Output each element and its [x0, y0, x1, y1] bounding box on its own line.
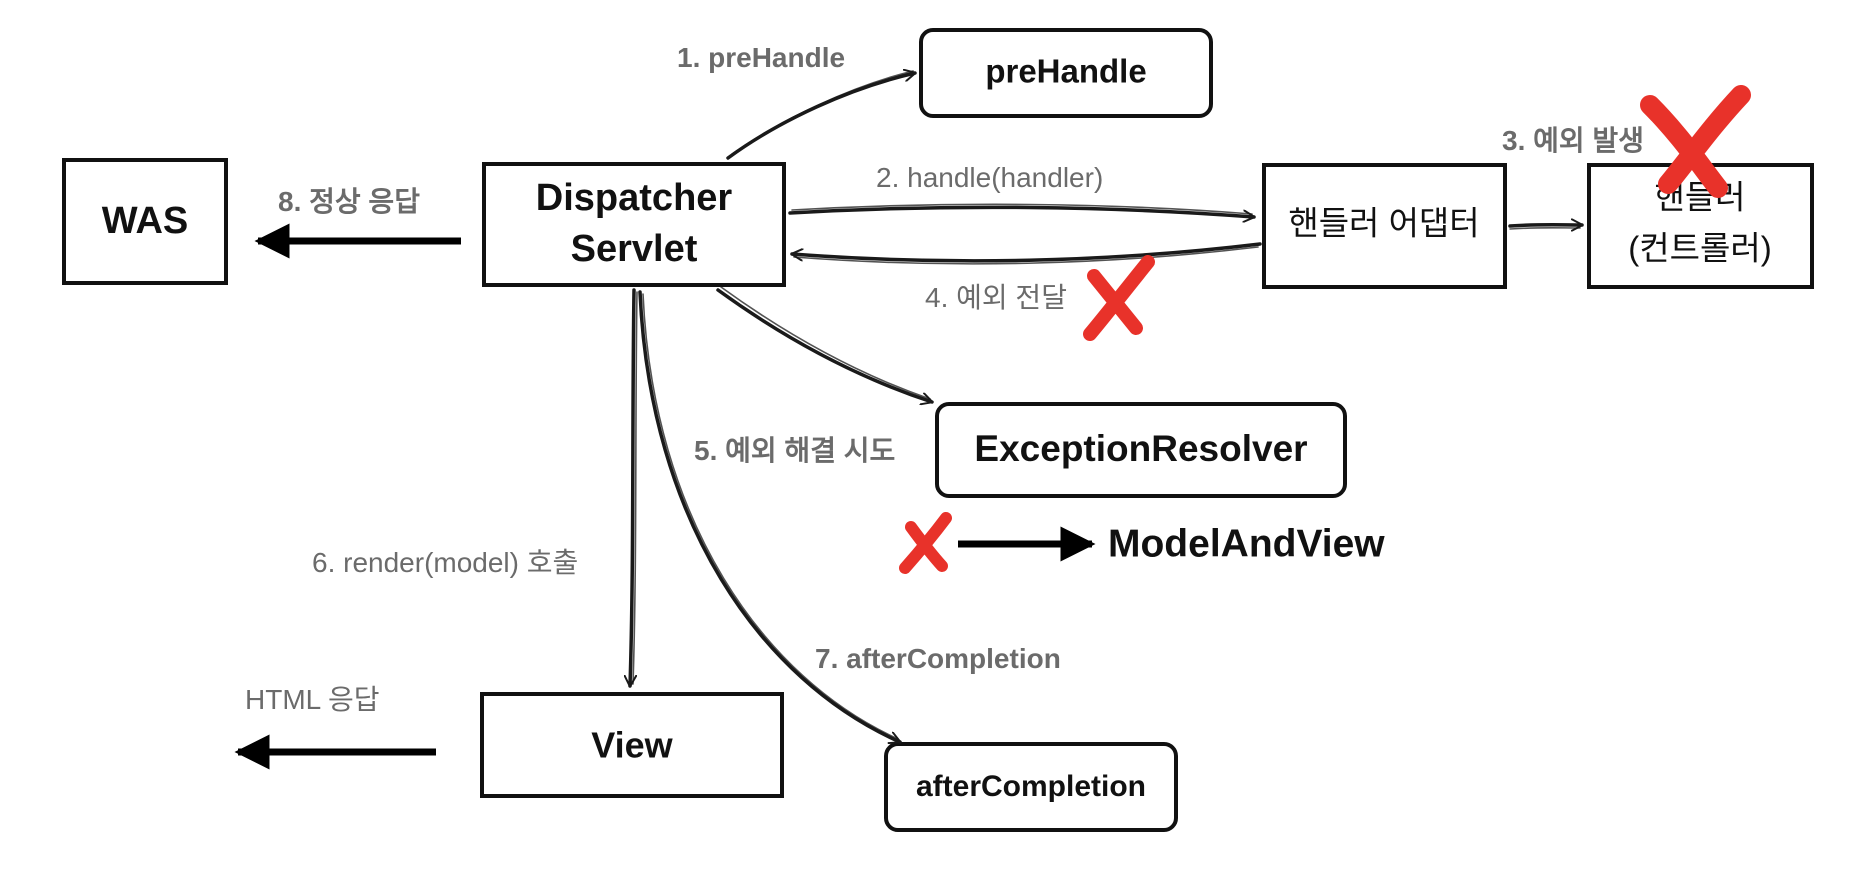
step2-label: 2. handle(handler) [876, 162, 1103, 193]
was-box: WAS [62, 158, 228, 285]
dispatcher-servlet-label-line1: Dispatcher [536, 177, 733, 219]
handler-adapter-label: 핸들러 어댑터 [1288, 205, 1479, 242]
step7-label: 7. afterCompletion [815, 643, 1061, 674]
exception-occurred-cross-icon [1640, 85, 1751, 198]
arrow-exception-resolver [716, 286, 934, 402]
exception-resolver-label: ExceptionResolver [974, 428, 1307, 469]
arrow-after-completion [638, 290, 902, 742]
exception-propagate-cross-icon [1083, 255, 1155, 341]
handler-controller-box: 핸들러 (컨트롤러) [1587, 163, 1814, 289]
step6-label: 6. render(model) 호출 [312, 547, 578, 578]
exception-resolver-box: ExceptionResolver [935, 402, 1347, 498]
step8-label: 8. 정상 응답 [278, 186, 420, 217]
view-box: View [480, 692, 784, 798]
prehandle-box: preHandle [919, 28, 1213, 118]
handler-adapter-box: 핸들러 어댑터 [1262, 163, 1507, 289]
step1-label: 1. preHandle [677, 42, 845, 73]
arrow-prehandle [726, 71, 917, 160]
handler-controller-label-line2: (컨트롤러) [1628, 230, 1771, 267]
prehandle-box-label: preHandle [985, 53, 1146, 90]
arrow-render [630, 288, 638, 688]
dispatcher-servlet-box: Dispatcher Servlet [482, 162, 786, 287]
dispatcher-servlet-label-line2: Servlet [571, 228, 698, 270]
view-label: View [591, 725, 673, 766]
step5-label: 5. 예외 해결 시도 [694, 435, 895, 466]
arrow-handle [788, 203, 1256, 217]
model-and-view-cross-icon [899, 512, 952, 574]
step4-label: 4. 예외 전달 [925, 282, 1067, 313]
step3-label: 3. 예외 발생 [1502, 125, 1644, 156]
after-completion-box-label: afterCompletion [916, 770, 1146, 803]
html-response-label: HTML 응답 [245, 684, 379, 715]
after-completion-box: afterCompletion [884, 742, 1178, 832]
arrow-exception-propagate [790, 242, 1262, 265]
arrow-adapter-to-handler [1508, 225, 1584, 229]
model-and-view-label: ModelAndView [1108, 522, 1385, 565]
was-label: WAS [102, 200, 189, 242]
